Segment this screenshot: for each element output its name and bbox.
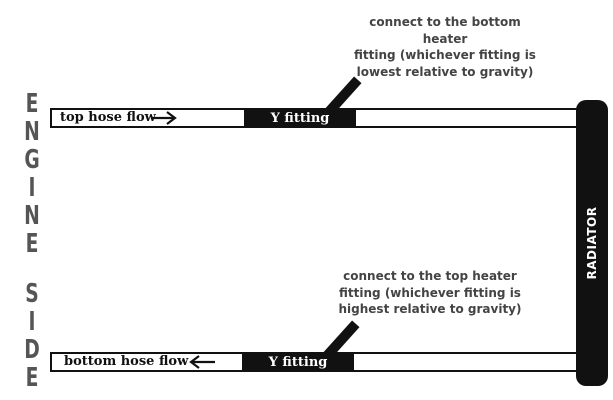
bottom-y-fitting: Y fitting (242, 352, 354, 372)
bottom-fitting-note: connect to the top heater fitting (which… (330, 268, 530, 318)
note-line: fitting (whichever fitting is (339, 285, 521, 300)
top-hose-label: top hose flow (60, 110, 156, 125)
radiator-label: RADIATOR (585, 206, 599, 280)
engine-letter: N (24, 117, 40, 147)
engine-letter: E (25, 89, 39, 119)
top-fitting-note: connect to the bottom heater fitting (wh… (345, 14, 545, 80)
engine-letter: G (24, 145, 40, 175)
engine-letter: N (24, 201, 40, 231)
engine-letter: E (25, 229, 39, 259)
side-letter: S (25, 279, 39, 309)
radiator: RADIATOR (576, 100, 608, 386)
note-line: connect to the top heater (343, 269, 517, 283)
left-arrow-icon (189, 355, 215, 369)
note-line: connect to the bottom heater (369, 15, 521, 46)
note-line: highest relative to gravity) (338, 302, 522, 316)
side-letter: D (24, 335, 40, 365)
note-line: fitting (whichever fitting is (354, 48, 536, 62)
side-letter: E (25, 363, 39, 393)
bottom-hose-label: bottom hose flow (64, 354, 189, 369)
right-arrow-icon (151, 111, 177, 125)
side-letter: I (28, 307, 36, 337)
engine-letter: I (28, 173, 36, 203)
note-line: lowest relative to gravity) (356, 64, 534, 79)
top-y-fitting: Y fitting (244, 108, 356, 128)
